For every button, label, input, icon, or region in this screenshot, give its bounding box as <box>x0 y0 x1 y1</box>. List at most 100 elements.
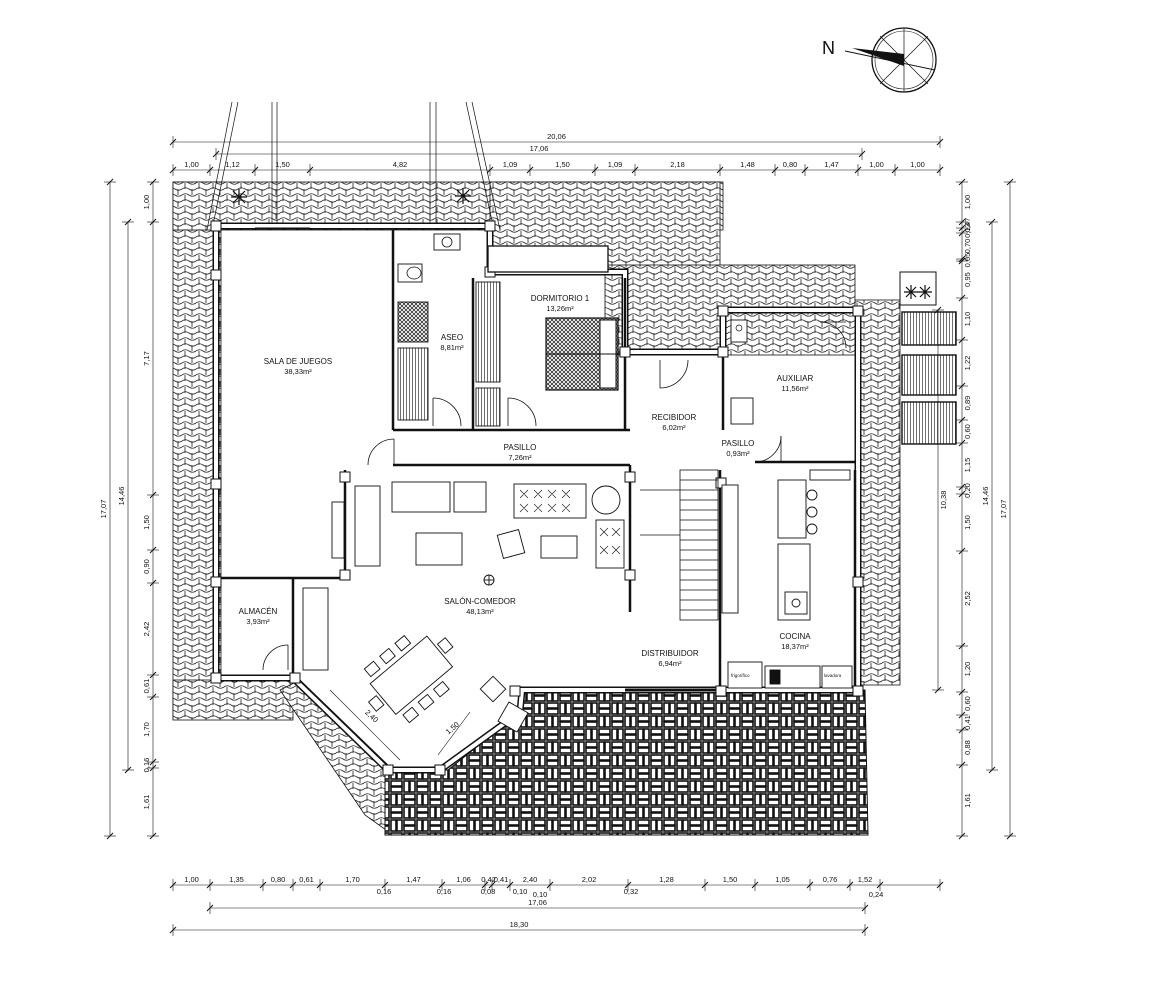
dimension-bottom-small: 0,32 <box>624 887 639 896</box>
room-area-salon: 48,13m² <box>466 607 494 616</box>
dining-table <box>363 634 454 724</box>
dimension-right: 0,41 <box>963 715 972 730</box>
dimension-right: 0,47 <box>963 218 972 233</box>
room-area-almacen: 3,93m² <box>246 617 270 626</box>
dimension-bottom: 2,40 <box>523 875 538 884</box>
room-area-dormitorio: 13,26m² <box>546 304 574 313</box>
dimension-left: 0,90 <box>142 559 151 574</box>
dimension-top: 1,09 <box>608 160 623 169</box>
dimension-right: 1,22 <box>963 356 972 371</box>
room-name-cocina: COCINA <box>779 632 811 641</box>
dimension-right: 0,05 <box>963 253 972 268</box>
auxiliar-fixtures <box>730 319 754 425</box>
room-labels: SALA DE JUEGOS 38,33m² ASEO 8,81m² DORMI… <box>239 294 814 668</box>
dimension-bottom-small: 0,10 <box>533 890 548 899</box>
dimension-right-mid: 10,38 <box>939 491 948 510</box>
dimension-left: 0,16 <box>142 758 151 773</box>
dimension-right-outer: 17,07 <box>999 500 1008 519</box>
dimension-top: 1,09 <box>503 160 518 169</box>
dimension-top: 2,18 <box>670 160 685 169</box>
dimension-top-overall: 20,06 <box>547 132 566 141</box>
dimension-bottom: 0,76 <box>823 875 838 884</box>
dimension-bottom-small: 0,16 <box>377 887 392 896</box>
room-area-pasillo-2: 0,93m² <box>726 449 750 458</box>
living-furniture <box>302 481 625 671</box>
dimension-top: 1,48 <box>740 160 755 169</box>
fridge-label: frigorífico <box>731 673 750 678</box>
dimension-top: 1,00 <box>184 160 199 169</box>
dimension-bottom-small: 0,10 <box>513 887 528 896</box>
dimension-bottom: 2,02 <box>582 875 597 884</box>
pergola-lines <box>206 101 501 231</box>
dimension-right: 0,88 <box>963 740 972 755</box>
dimension-diagonal: 1,50 <box>444 720 461 736</box>
room-area-pasillo-1: 7,26m² <box>508 453 532 462</box>
dimension-top: 0,80 <box>783 160 798 169</box>
solar-panels <box>899 271 957 445</box>
room-area-auxiliar: 11,56m² <box>782 384 809 393</box>
dimension-bottom-inner: 17,06 <box>528 898 547 907</box>
dimension-bottom: 1,28 <box>659 875 674 884</box>
dimension-bottom-small: 0,16 <box>437 887 452 896</box>
dimension-top-inner: 17,06 <box>530 144 549 153</box>
north-label: N <box>822 38 835 58</box>
room-area-sala: 38,33m² <box>284 367 312 376</box>
dimension-left: 1,70 <box>142 722 151 737</box>
room-name-distribuidor: DISTRIBUIDOR <box>641 649 699 658</box>
dimension-right-inner: 14,46 <box>981 487 990 506</box>
wardrobes <box>475 245 609 427</box>
dimension-top: 1,00 <box>869 160 884 169</box>
room-area-cocina: 18,37m² <box>781 642 809 651</box>
dimension-top: 1,50 <box>275 160 290 169</box>
dimension-right: 1,50 <box>963 515 972 530</box>
dimension-bottom: 1,70 <box>345 875 360 884</box>
dimension-top: 1,00 <box>910 160 925 169</box>
dimension-right: 1,61 <box>963 793 972 808</box>
dimension-bottom: 1,47 <box>406 875 421 884</box>
dimension-right: 0,95 <box>963 272 972 287</box>
dimension-right: 0,60 <box>963 424 972 439</box>
dimension-right: 0,89 <box>963 396 972 411</box>
dimension-top: 1,47 <box>824 160 839 169</box>
dimension-top: 1,50 <box>555 160 570 169</box>
dimension-bottom: 1,06 <box>456 875 471 884</box>
dimension-right: 0,60 <box>963 696 972 711</box>
room-name-almacen: ALMACÉN <box>239 607 278 616</box>
staircase <box>640 469 719 621</box>
dimension-bottom: 0,42 <box>481 875 496 884</box>
dimension-left-inner: 14,46 <box>117 487 126 506</box>
dimension-bottom: 0,80 <box>271 875 286 884</box>
room-name-salon: SALÓN-COMEDOR <box>444 597 516 606</box>
dimension-bottom: 0,61 <box>299 875 314 884</box>
dimension-right: 0,13 <box>963 223 972 238</box>
dimension-right: 1,20 <box>963 662 972 677</box>
room-name-sala: SALA DE JUEGOS <box>264 357 332 366</box>
dimension-bottom: 1,35 <box>229 875 244 884</box>
dimension-right: 1,10 <box>963 312 972 327</box>
sofa-cushions <box>519 489 621 555</box>
room-name-pasillo-2: PASILLO <box>722 439 755 448</box>
aseo-fixtures <box>397 233 461 421</box>
dimension-left-outer: 17,07 <box>99 500 108 519</box>
north-arrow: N <box>822 27 937 93</box>
stone-terrace <box>172 181 901 831</box>
room-name-dormitorio: DORMITORIO 1 <box>531 294 590 303</box>
dimension-left: 2,42 <box>142 622 151 637</box>
paved-terrace <box>384 689 869 836</box>
room-name-pasillo-1: PASILLO <box>504 443 537 452</box>
dimension-top: 1,12 <box>225 160 240 169</box>
room-area-distribuidor: 6,94m² <box>658 659 682 668</box>
room-area-aseo: 8,81m² <box>440 343 464 352</box>
dimension-bottom: 0,41 <box>494 875 509 884</box>
dimension-right: 1,00 <box>963 195 972 210</box>
room-area-recibidor: 6,02m² <box>662 423 686 432</box>
doors <box>262 321 847 671</box>
room-name-recibidor: RECIBIDOR <box>652 413 697 422</box>
dimension-bottom-small: 0,24 <box>869 890 884 899</box>
dimension-left: 1,00 <box>142 195 151 210</box>
dimension-left: 7,17 <box>142 351 151 366</box>
dimension-right: 2,52 <box>963 591 972 606</box>
dimension-left: 1,61 <box>142 795 151 810</box>
room-name-aseo: ASEO <box>441 333 463 342</box>
